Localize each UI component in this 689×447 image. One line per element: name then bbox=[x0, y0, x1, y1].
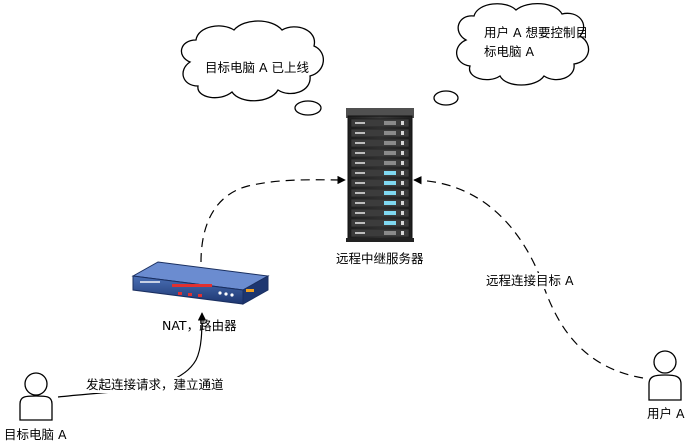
server-slot bbox=[350, 158, 410, 168]
server-slot bbox=[350, 138, 410, 148]
server-slot-led bbox=[384, 191, 396, 195]
cloud-user-wants-text-line2: 标电脑 A bbox=[484, 44, 535, 59]
cloud-target-online-text: 目标电脑 A 已上线 bbox=[205, 60, 309, 75]
edge-label-connect-target: 远程连接目标 A bbox=[484, 273, 576, 289]
server-slot bbox=[350, 188, 410, 198]
server-slot-led bbox=[384, 151, 396, 155]
nat-router-icon bbox=[131, 261, 270, 305]
server-slot-dot bbox=[401, 211, 404, 215]
server-slot-led bbox=[384, 211, 396, 215]
edge-label-initiate-connection: 发起连接请求，建立通道 bbox=[84, 377, 226, 393]
server-slot-led bbox=[384, 231, 396, 235]
server-slot-indicator bbox=[355, 132, 365, 134]
edge-router-to-server bbox=[200, 175, 346, 263]
server-slot bbox=[350, 168, 410, 178]
relay-server-icon bbox=[346, 108, 414, 242]
server-slot-led bbox=[384, 181, 396, 185]
server-slot-indicator bbox=[355, 152, 365, 154]
server-slot bbox=[350, 148, 410, 158]
server-slot-indicator bbox=[355, 182, 365, 184]
server-slot-indicator bbox=[355, 162, 365, 164]
server-slot-dot bbox=[401, 221, 404, 225]
server-slot-dot bbox=[401, 191, 404, 195]
server-slot-dot bbox=[401, 201, 404, 205]
server-slot-indicator bbox=[355, 202, 365, 204]
server-slot-led bbox=[384, 171, 396, 175]
server-slot bbox=[350, 218, 410, 228]
user-a-label: 用户 A bbox=[647, 406, 685, 421]
user-a-icon bbox=[648, 350, 682, 401]
server-slot bbox=[350, 118, 410, 128]
server-slot-dot bbox=[401, 141, 404, 145]
server-slot-led bbox=[384, 221, 396, 225]
server-slot-dot bbox=[401, 181, 404, 185]
relay-server-label: 远程中继服务器 bbox=[336, 251, 424, 266]
edge-user-to-server bbox=[413, 176, 644, 379]
thought-cloud-user-wants-control bbox=[433, 3, 590, 106]
server-slot-indicator bbox=[355, 122, 365, 124]
server-slot-indicator bbox=[355, 192, 365, 194]
server-slot bbox=[350, 208, 410, 218]
server-slot-dot bbox=[401, 131, 404, 135]
server-slot-led bbox=[384, 131, 396, 135]
server-slot-indicator bbox=[355, 212, 365, 214]
server-slot-indicator bbox=[355, 222, 365, 224]
server-slot-indicator bbox=[355, 232, 365, 234]
cloud-user-wants-text-line1: 用户 A 想要控制目 bbox=[484, 25, 588, 40]
server-slot bbox=[350, 128, 410, 138]
server-slot bbox=[350, 198, 410, 208]
target-pc-user-icon bbox=[19, 372, 53, 421]
server-slot-dot bbox=[401, 161, 404, 165]
server-slot-dot bbox=[401, 121, 404, 125]
server-slot-led bbox=[384, 201, 396, 205]
thought-cloud-target-online bbox=[180, 20, 324, 116]
server-slot bbox=[350, 228, 410, 238]
server-slot-indicator bbox=[355, 172, 365, 174]
server-slot-led bbox=[384, 141, 396, 145]
server-slot-indicator bbox=[355, 142, 365, 144]
server-slot-dot bbox=[401, 171, 404, 175]
router-label: NAT，路由器 bbox=[162, 318, 237, 333]
server-slot-dot bbox=[401, 231, 404, 235]
server-slot-led bbox=[384, 161, 396, 165]
target-pc-label: 目标电脑 A bbox=[4, 427, 67, 442]
server-slot bbox=[350, 178, 410, 188]
server-slot-dot bbox=[401, 151, 404, 155]
server-slot-led bbox=[384, 121, 396, 125]
